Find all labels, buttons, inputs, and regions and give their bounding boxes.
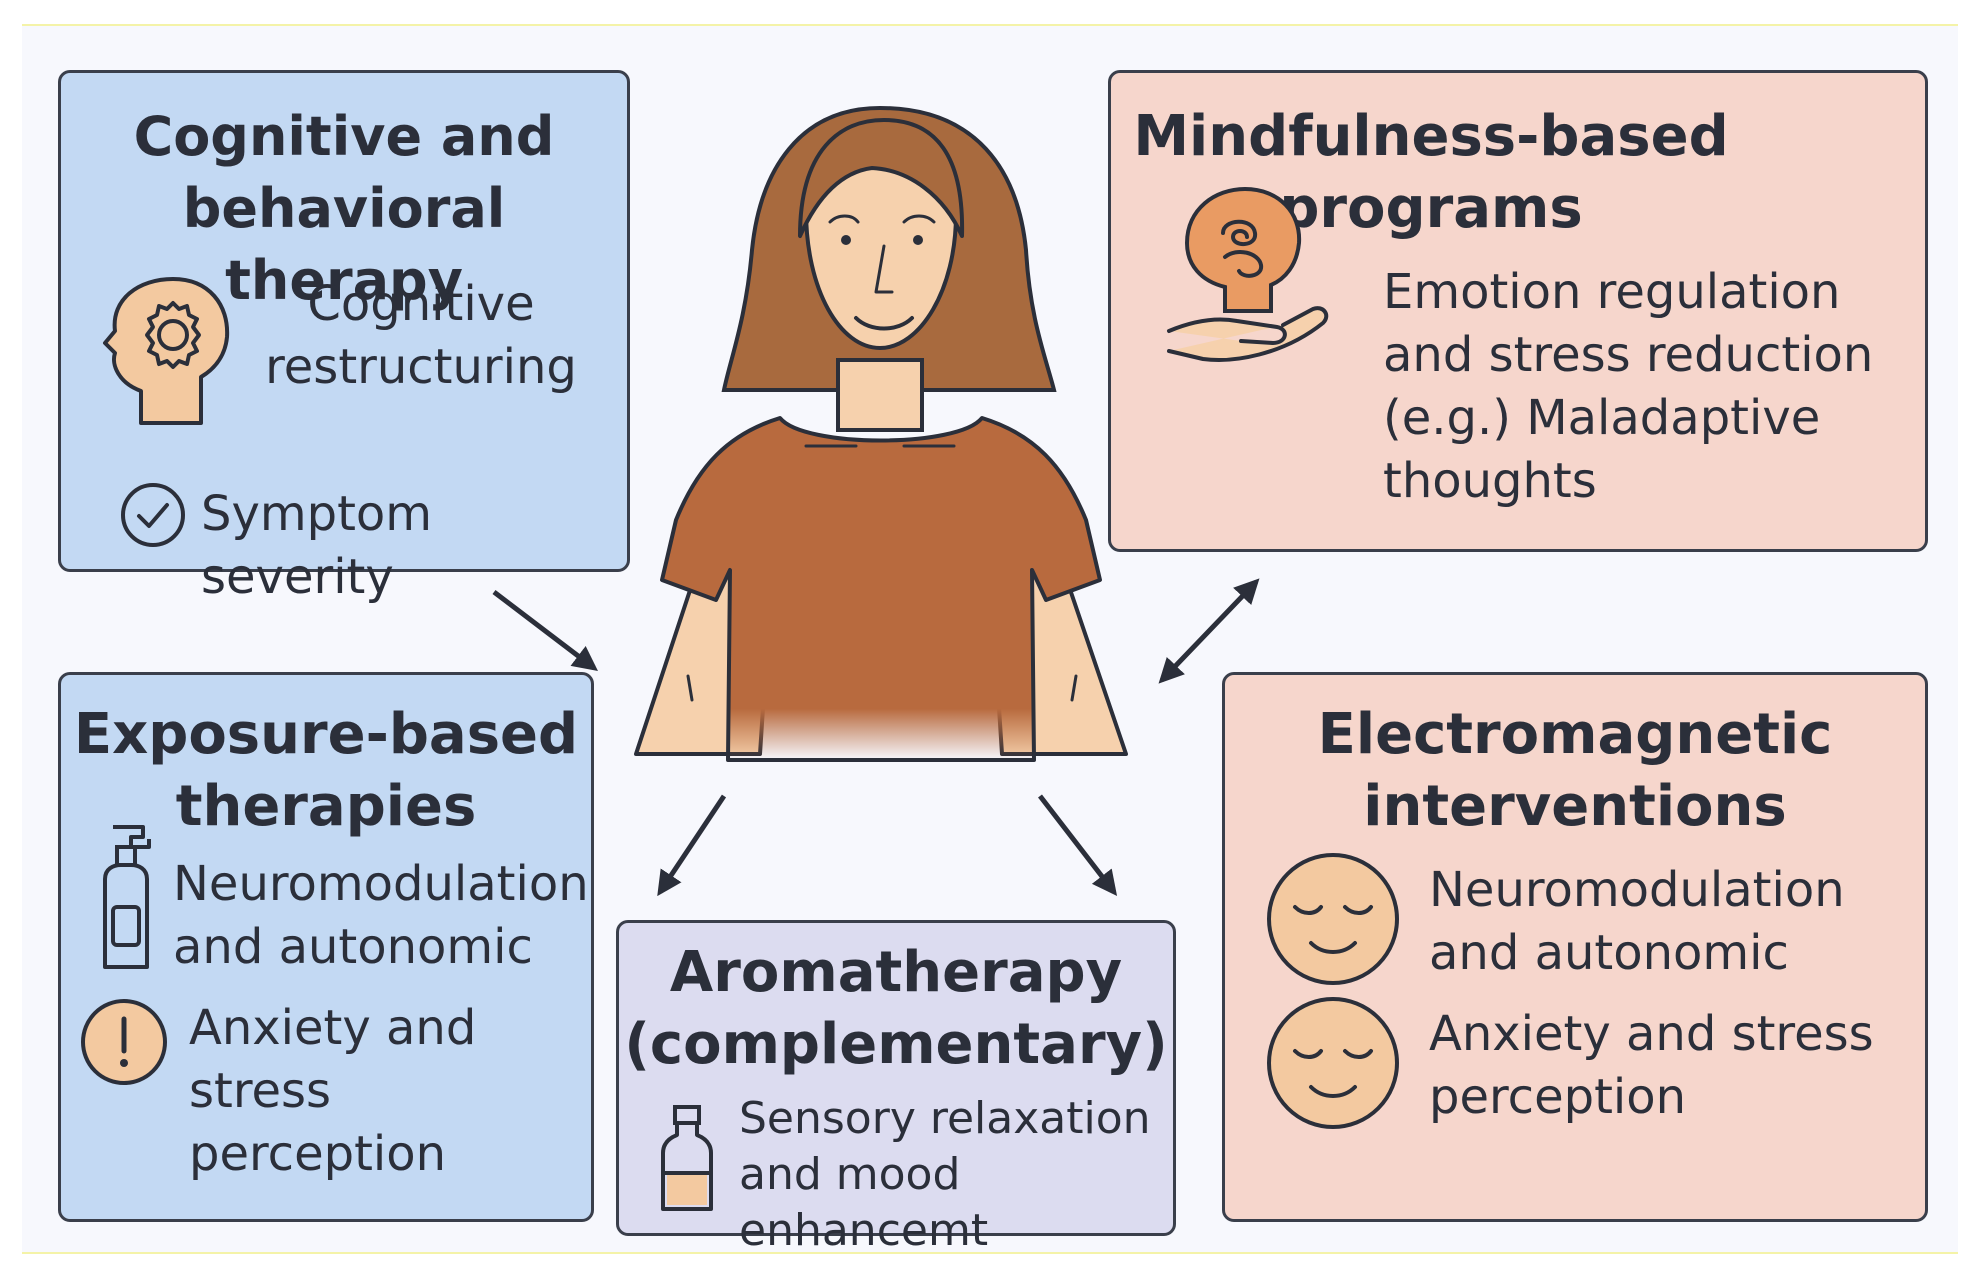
card-title: Mindfulness-based programs	[1133, 104, 1729, 241]
card-title: Cognitive and behavioral therapy	[133, 105, 555, 312]
woman-figure	[634, 105, 1128, 762]
cbt-item-cognitive-restructuring: Cognitive restructuring	[265, 276, 577, 395]
calm-face-icon	[1265, 995, 1401, 1135]
card-title: Aromatherapy (complementary)	[624, 940, 1168, 1077]
card-electromagnetic-interventions: Electromagnetic interventions Neuromodul…	[1222, 672, 1928, 1222]
arrow-person-to-exposure	[657, 794, 727, 897]
connector-arrows	[492, 578, 1260, 897]
cbt-item-symptom-severity: Symptom severity	[201, 486, 433, 605]
card-aromatherapy: Aromatherapy (complementary) Sensory rel…	[616, 920, 1176, 1256]
mindfulness-item-emotion-regulation: Emotion regulation and stress reduction …	[1383, 264, 1874, 509]
aromatherapy-item-sensory-relaxation: Sensory relaxation and mood enhancemt	[739, 1093, 1151, 1256]
exposure-item-anxiety-stress: Anxiety and stress perception	[189, 1000, 477, 1182]
exclamation-circle-icon	[79, 997, 169, 1091]
exposure-item-neuromodulation: Neuromodulation and autonomic	[173, 856, 589, 975]
small-bottle-icon	[659, 1103, 715, 1219]
electromagnetic-item-neuromodulation: Neuromodulation and autonomic	[1429, 862, 1845, 981]
card-cognitive-behavioral-therapy: Cognitive and behavioral therapy Cogniti…	[58, 70, 630, 605]
arrow-cbt-to-person	[492, 590, 598, 672]
card-mindfulness-based-programs: Mindfulness-based programs Emotion regul…	[1108, 70, 1928, 552]
arrow-person-to-electromagnetic	[1038, 794, 1118, 896]
hand-brain-icon	[1163, 183, 1333, 367]
pump-bottle-icon	[91, 823, 161, 977]
arrow-person-mindfulness	[1158, 578, 1260, 684]
electromagnetic-item-anxiety-stress: Anxiety and stress perception	[1429, 1006, 1874, 1125]
card-title: Exposure-based therapies	[73, 702, 579, 839]
card-title: Electromagnetic interventions	[1317, 702, 1833, 839]
check-circle-icon	[119, 481, 187, 553]
calm-face-icon	[1265, 851, 1401, 991]
head-gear-icon	[101, 273, 233, 433]
card-exposure-based-therapies: Exposure-based therapies Neuromodulation…	[58, 672, 594, 1222]
